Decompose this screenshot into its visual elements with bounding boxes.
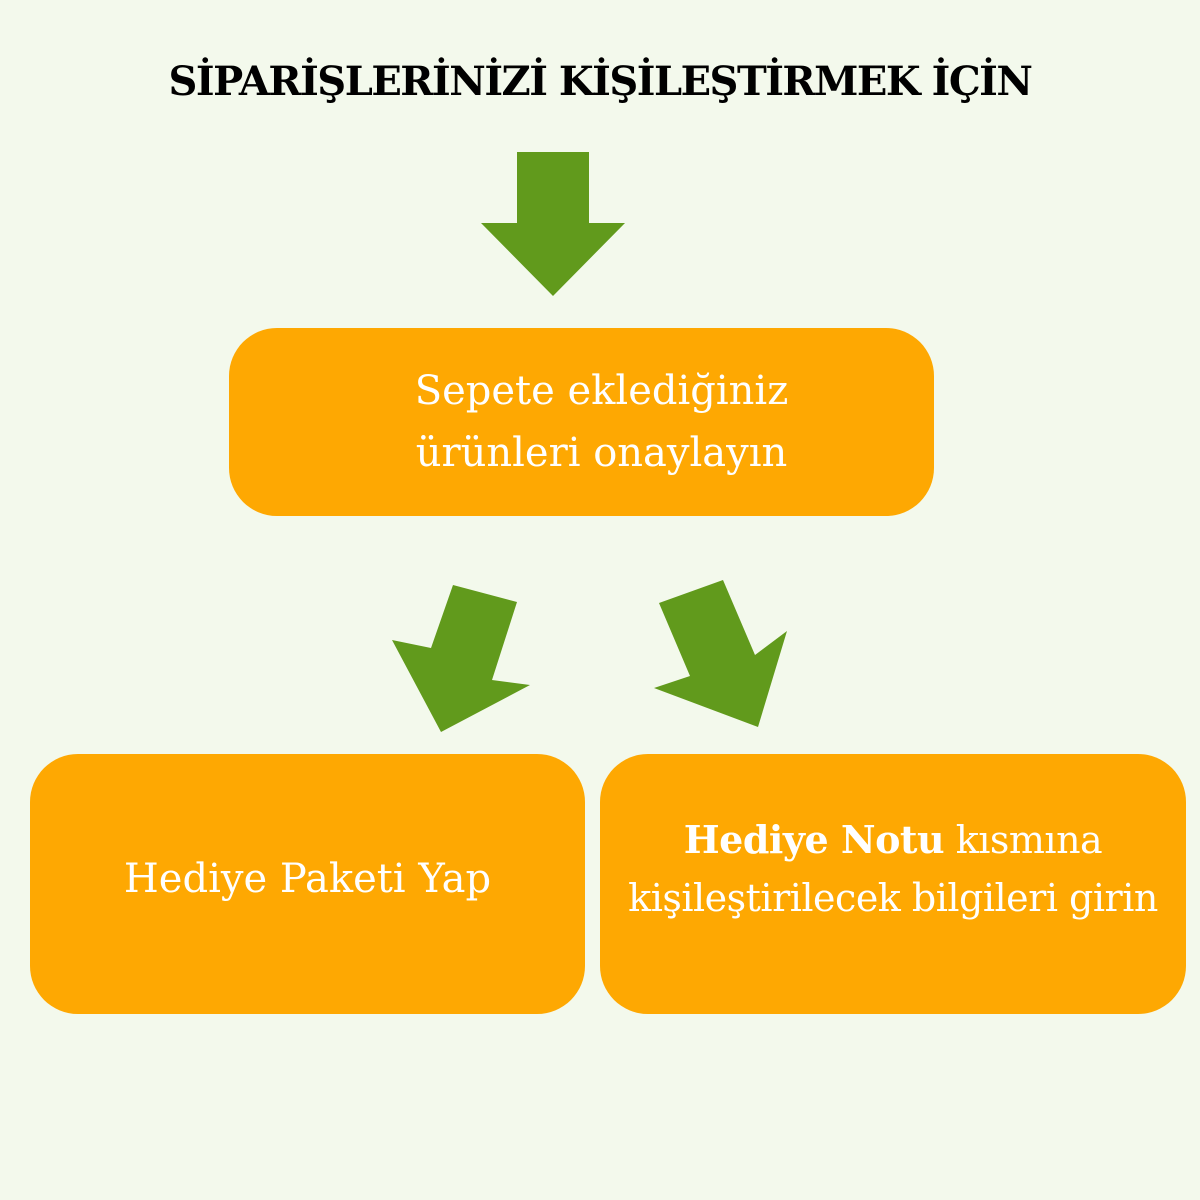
- step-confirm-cart: Sepete eklediğiniz ürünleri onaylayın: [229, 328, 934, 516]
- arrow-down-right-icon: [654, 580, 787, 727]
- step-gift-note-content: Hediye Notu kısmına kişileştirilecek bil…: [606, 811, 1180, 927]
- step-confirm-text: Sepete eklediğiniz ürünleri onaylayın: [414, 368, 789, 476]
- arrow-down-icon: [481, 152, 625, 296]
- arrow-down-left-icon: [392, 585, 530, 732]
- gift-note-emphasis: Hediye Notu: [683, 817, 945, 862]
- gift-note-text: kısmına kişileştirilecek bilgileri girin: [628, 818, 1158, 920]
- step-gift-note: Hediye Notu kısmına kişileştirilecek bil…: [600, 754, 1186, 1014]
- step-gift-wrap-text: Hediye Paketi Yap: [123, 856, 492, 902]
- page-title: SİPARİŞLERİNİZİ KİŞİLEŞTİRMEK İÇİN: [168, 58, 1033, 105]
- step-gift-wrap: Hediye Paketi Yap: [30, 754, 585, 1014]
